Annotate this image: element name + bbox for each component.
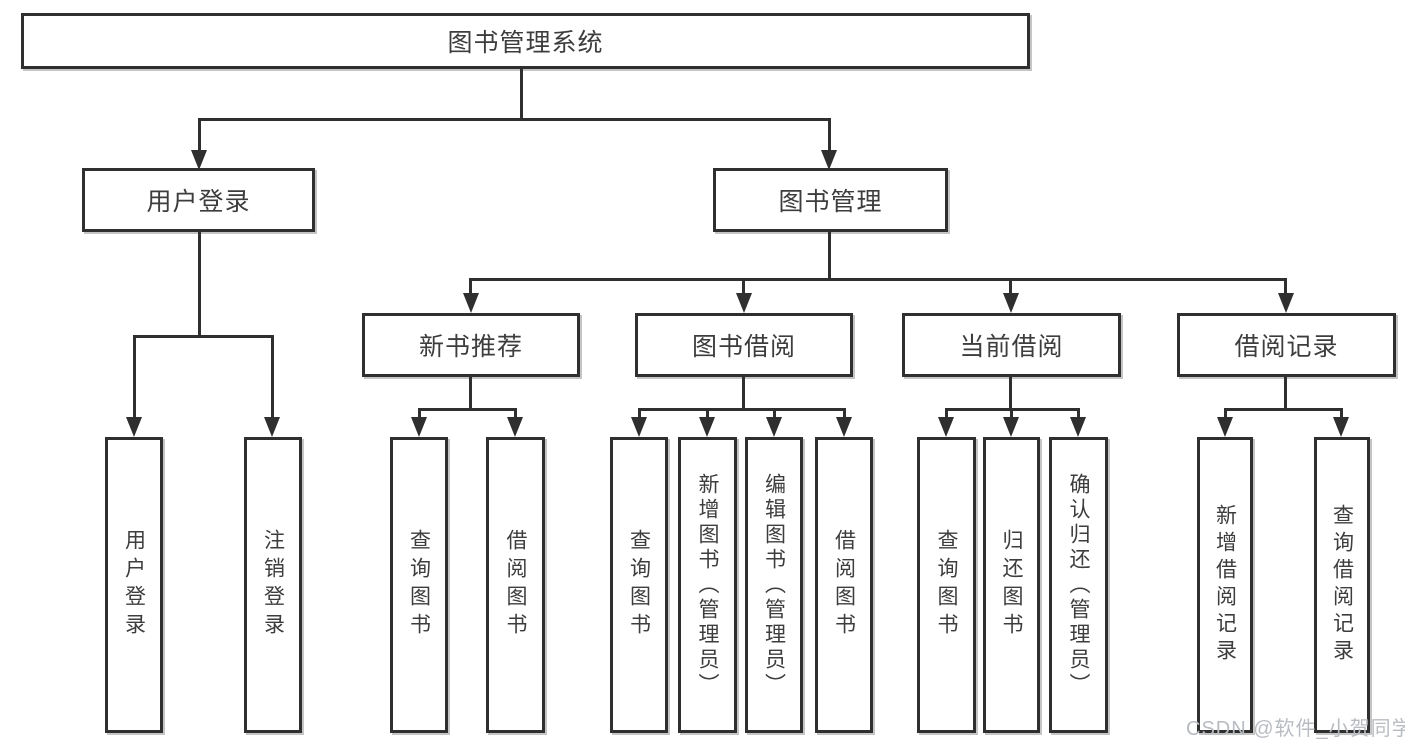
leaf-borrow-book-label: 借阅图书 — [832, 529, 856, 641]
connector-arrow-stem-bb2 — [706, 408, 709, 417]
connector-book-borrow-bar — [638, 408, 846, 411]
arrowhead-book-management — [821, 150, 837, 170]
leaf-logout-label: 注销登录 — [261, 529, 285, 641]
node-book-borrow-label: 图书借阅 — [691, 333, 796, 361]
arrowhead-bb1 — [631, 417, 647, 437]
connector-arrow-stem-cb3 — [1077, 408, 1080, 417]
node-root: 图书管理系统 — [21, 13, 1030, 69]
node-book-borrow: 图书借阅 — [635, 313, 853, 377]
leaf-current-return: 归还图书 — [983, 437, 1040, 733]
leaf-user-login: 用户登录 — [105, 437, 163, 733]
node-book-management: 图书管理 — [713, 168, 948, 232]
node-current-borrow: 当前借阅 — [902, 313, 1121, 377]
arrowhead-user-login — [191, 150, 207, 170]
connector-arrow-stem-bb1 — [638, 408, 641, 417]
arrowhead-nb2 — [507, 417, 523, 437]
connector-arrow-stem-br1 — [1224, 408, 1227, 417]
connector-book-management-stem — [828, 232, 831, 278]
arrowhead-bb2 — [699, 417, 715, 437]
arrowhead-bb4 — [836, 417, 852, 437]
connector-arrow-stem-book-management — [828, 118, 831, 150]
node-root-label: 图书管理系统 — [447, 29, 604, 57]
arrowhead-cb3 — [1070, 417, 1086, 437]
connector-root-stem — [520, 69, 523, 118]
leaf-current-confirm-admin-label: 确认归还（管理员） — [1067, 472, 1090, 698]
leaf-borrow-query-label: 查询图书 — [627, 529, 651, 641]
leaf-logout: 注销登录 — [244, 437, 302, 733]
leaf-newbook-borrow-label: 借阅图书 — [504, 529, 527, 641]
connector-arrow-stem-current-borrow — [1009, 278, 1012, 294]
arrowhead-book-borrow — [736, 293, 752, 313]
leaf-borrow-query: 查询图书 — [610, 437, 668, 733]
node-new-book-label: 新书推荐 — [418, 333, 523, 361]
connector-level2-bar — [198, 118, 831, 121]
connector-arrow-stem-br2 — [1340, 408, 1343, 417]
leaf-user-login-label: 用户登录 — [122, 529, 146, 641]
arrowhead-logout — [264, 417, 280, 437]
connector-arrow-stem-borrow-records — [1284, 278, 1287, 294]
connector-new-book-stem — [469, 377, 472, 408]
connector-user-login-stem — [198, 232, 201, 335]
connector-book-borrow-stem — [742, 377, 745, 408]
node-user-login: 用户登录 — [82, 168, 315, 232]
arrowhead-bb3 — [766, 417, 782, 437]
connector-arrow-stem-new-book — [469, 278, 472, 294]
arrowhead-cb2 — [1003, 417, 1019, 437]
node-user-login-label: 用户登录 — [146, 188, 251, 216]
leaf-record-add: 新增借阅记录 — [1197, 437, 1253, 733]
arrowhead-cb1 — [938, 417, 954, 437]
node-current-borrow-label: 当前借阅 — [959, 333, 1064, 361]
connector-current-borrow-stem — [1009, 377, 1012, 408]
leaf-borrow-edit-admin-label: 编辑图书（管理员） — [762, 472, 786, 698]
node-borrow-records: 借阅记录 — [1177, 313, 1396, 377]
connector-arrow-stem-cb2 — [1010, 408, 1013, 417]
connector-arrow-stem-nb1 — [418, 408, 421, 417]
connector-arrow-stem-logout — [271, 335, 274, 417]
leaf-current-query-label: 查询图书 — [935, 529, 958, 641]
leaf-current-return-label: 归还图书 — [1000, 529, 1023, 641]
connector-arrow-stem-bb3 — [773, 408, 776, 417]
connector-arrow-stem-user-login — [198, 118, 201, 150]
leaf-newbook-query-label: 查询图书 — [407, 529, 431, 641]
leaf-newbook-query: 查询图书 — [390, 437, 448, 733]
arrowhead-new-book — [463, 293, 479, 313]
connector-borrow-records-stem — [1284, 377, 1287, 408]
leaf-current-confirm-admin: 确认归还（管理员） — [1049, 437, 1108, 733]
connector-level3-bar — [469, 278, 1287, 281]
arrowhead-br1 — [1217, 417, 1233, 437]
node-borrow-records-label: 借阅记录 — [1234, 333, 1339, 361]
watermark: CSDN @软件_小贺同学 — [1186, 718, 1405, 740]
arrowhead-current-borrow — [1003, 293, 1019, 313]
leaf-current-query: 查询图书 — [917, 437, 976, 733]
leaf-record-add-label: 新增借阅记录 — [1213, 504, 1237, 666]
arrowhead-borrow-records — [1278, 293, 1294, 313]
leaf-borrow-book: 借阅图书 — [815, 437, 873, 733]
arrowhead-login — [126, 417, 142, 437]
node-book-management-label: 图书管理 — [778, 188, 883, 216]
connector-arrow-stem-bb4 — [843, 408, 846, 417]
connector-arrow-stem-nb2 — [514, 408, 517, 417]
leaf-record-query-label: 查询借阅记录 — [1330, 504, 1354, 666]
node-new-book: 新书推荐 — [362, 313, 580, 377]
leaf-borrow-edit-admin: 编辑图书（管理员） — [745, 437, 803, 733]
connector-new-book-bar — [418, 408, 517, 411]
leaf-borrow-add-admin-label: 新增图书（管理员） — [696, 472, 719, 698]
connector-arrow-stem-login — [133, 335, 136, 417]
leaf-newbook-borrow: 借阅图书 — [486, 437, 545, 733]
connector-arrow-stem-cb1 — [945, 408, 948, 417]
arrowhead-nb1 — [411, 417, 427, 437]
leaf-borrow-add-admin: 新增图书（管理员） — [678, 437, 737, 733]
connector-borrow-records-bar — [1224, 408, 1343, 411]
connector-arrow-stem-book-borrow — [742, 278, 745, 294]
leaf-record-query: 查询借阅记录 — [1314, 437, 1370, 733]
arrowhead-br2 — [1333, 417, 1349, 437]
connector-user-login-bar — [133, 335, 274, 338]
